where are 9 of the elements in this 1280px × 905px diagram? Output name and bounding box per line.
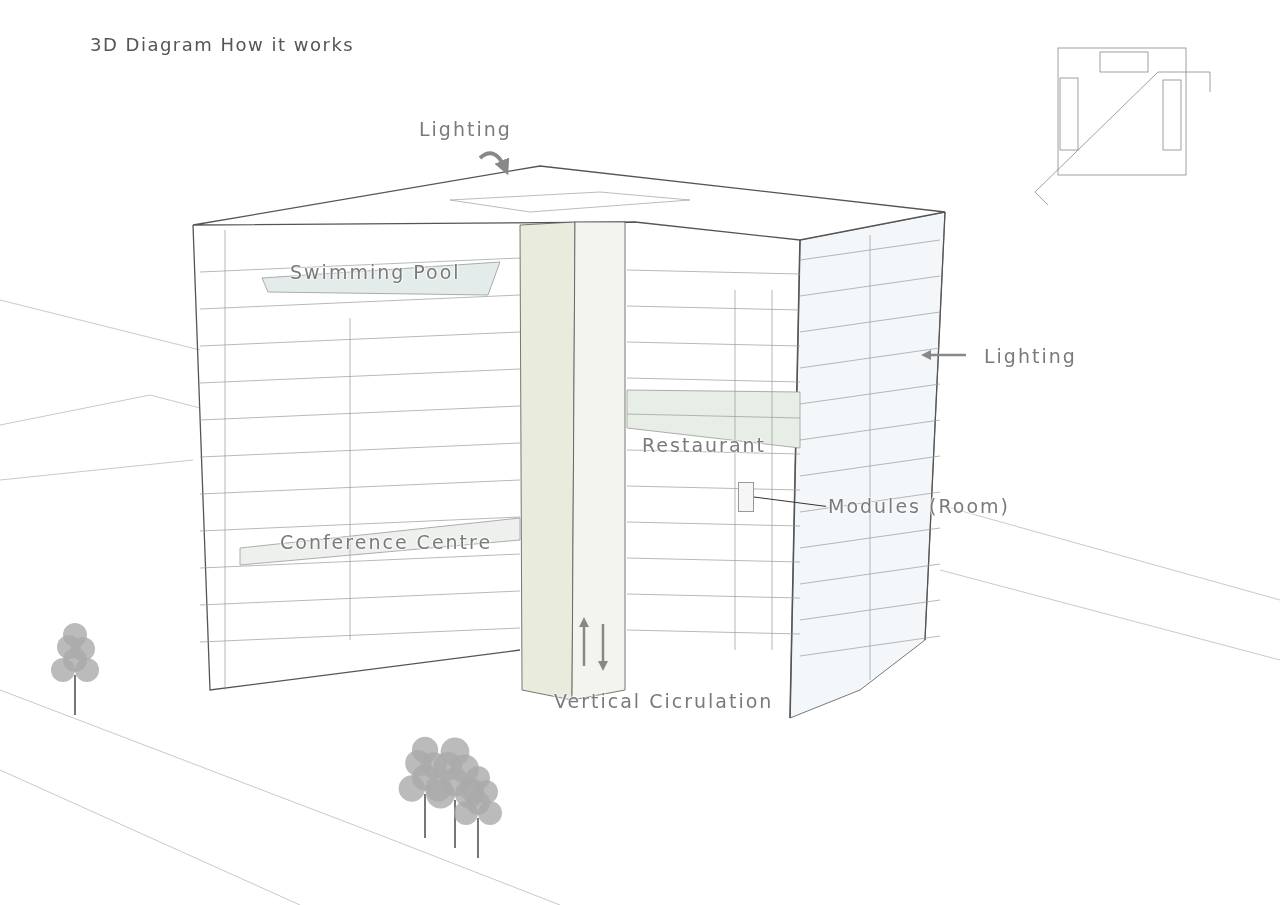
module-room bbox=[738, 482, 754, 512]
annotation-label: Swimming Pool bbox=[289, 261, 462, 284]
annotation-label: Lighting bbox=[418, 118, 513, 141]
annotation-label: Conference Centre bbox=[279, 531, 494, 554]
diagram-title: 3D Diagram How it works bbox=[90, 34, 355, 55]
leader-line bbox=[753, 496, 827, 507]
annotation-label: Restaurant bbox=[641, 434, 768, 457]
annotation-label: Lighting bbox=[983, 345, 1078, 368]
annotation-label: Vertical Cicrulation bbox=[553, 690, 775, 713]
